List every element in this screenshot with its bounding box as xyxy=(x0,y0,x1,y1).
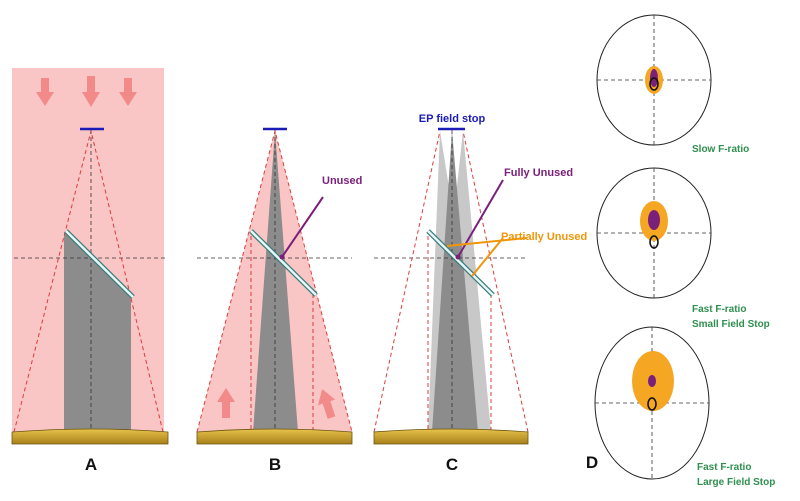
panel-label: C xyxy=(446,455,458,474)
field-stop-marker xyxy=(649,235,659,249)
primary-mirror xyxy=(196,428,353,445)
primary-mirror xyxy=(11,428,169,445)
field-diagram-slow: Slow F-ratio xyxy=(596,14,749,155)
partially-unused-pointer xyxy=(446,237,527,247)
field-diagram-fast-small: Fast F-ratio Small Field Stop xyxy=(596,167,770,330)
down-arrow-icon xyxy=(119,78,137,106)
marginal-ray xyxy=(373,130,441,433)
secondary-light-cone xyxy=(253,131,298,432)
fully-illuminated-spot xyxy=(648,210,660,230)
down-arrow-icon xyxy=(36,78,54,106)
diagram-caption: Small Field Stop xyxy=(692,319,770,330)
partially-unused-pointer xyxy=(471,237,504,277)
panel-c: EP field stop Fully Unused Partially Unu… xyxy=(373,113,587,474)
marginal-ray xyxy=(13,130,164,433)
primary-mirror xyxy=(373,428,529,445)
marginal-ray xyxy=(462,130,529,433)
fully-illuminated-spot xyxy=(648,375,656,387)
unused-label: Unused xyxy=(322,175,362,187)
fully-unused-label: Fully Unused xyxy=(504,167,573,179)
panel-d: Slow F-ratio Fast F-ratio Small Field St… xyxy=(586,14,775,488)
up-arrow-icon xyxy=(217,388,235,418)
diagram-caption: Fast F-ratio xyxy=(697,462,751,473)
field-diagram-fast-large: Fast F-ratio Large Field Stop xyxy=(594,326,775,488)
panel-a: A xyxy=(11,68,169,474)
panel-label: D xyxy=(586,453,598,472)
marginal-ray xyxy=(196,130,353,433)
field-stop-marker xyxy=(649,77,659,91)
on-axis-light-cone xyxy=(432,131,478,432)
panel-label: B xyxy=(269,455,281,474)
diagram-caption: Fast F-ratio xyxy=(692,304,746,315)
down-arrow-icon xyxy=(82,76,100,107)
field-stop-marker xyxy=(647,397,657,411)
field-stop-label: EP field stop xyxy=(419,113,486,125)
diagram-caption: Large Field Stop xyxy=(697,477,775,488)
unused-pointer xyxy=(281,196,324,258)
diagram-caption: Slow F-ratio xyxy=(692,144,749,155)
partially-unused-label: Partially Unused xyxy=(501,231,587,243)
panel-b: Unused B xyxy=(196,127,362,474)
up-arrow-icon xyxy=(317,389,336,419)
panel-label: A xyxy=(85,455,97,474)
